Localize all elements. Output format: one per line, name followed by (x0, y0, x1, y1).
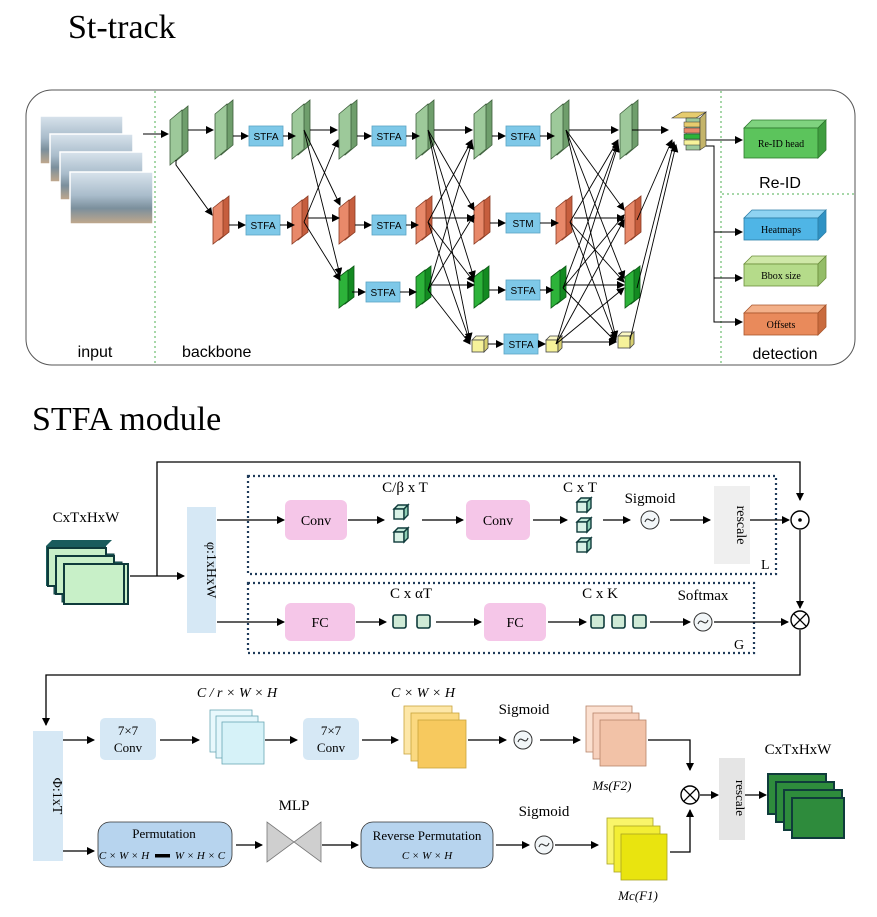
stfa-block: STFA (505, 125, 541, 147)
mlp-block (266, 821, 322, 863)
svg-text:FC: FC (506, 616, 523, 631)
output-feature-stack (767, 773, 845, 839)
multiply-op-icon (680, 785, 700, 805)
dim-label-6: C × W × H (391, 686, 456, 701)
svg-text:7×7: 7×7 (118, 723, 139, 738)
channel-attention-maps (606, 817, 668, 881)
fc-block-1: FC (285, 603, 355, 641)
input-label: input (78, 344, 113, 361)
conv7x7-block-2: 7×7 Conv (303, 718, 359, 760)
softmax-label: Softmax (678, 588, 729, 604)
stfa-module-title: STFA module (32, 401, 222, 438)
svg-text:7×7: 7×7 (321, 723, 342, 738)
offsets-head-box: Offsets (743, 304, 827, 336)
output-dim-label: CxTxHxW (765, 742, 833, 758)
heatmaps-head-box: Heatmaps (743, 209, 827, 241)
svg-text:Conv: Conv (483, 514, 513, 529)
dim-label-1: C/β x T (382, 480, 428, 496)
svg-text:Permutation: Permutation (132, 826, 196, 841)
conv-block-1: Conv (285, 500, 347, 540)
svg-text:Re-ID head: Re-ID head (758, 139, 804, 150)
backbone-label: backbone (182, 344, 251, 361)
svg-text:STFA: STFA (250, 221, 275, 232)
svg-text:Bbox size: Bbox size (761, 271, 801, 282)
svg-text:STFA: STFA (376, 221, 401, 232)
bbox-size-head-box: Bbox size (743, 255, 827, 287)
mlp-label: MLP (279, 798, 310, 814)
dim-label-4: C x K (582, 586, 618, 602)
reid-head-box: Re-ID head (743, 119, 827, 159)
stfa-block: STFA (371, 214, 407, 236)
input-feature-stack (46, 540, 129, 605)
svg-text:Conv: Conv (114, 740, 143, 755)
stfa-block: STFA (371, 125, 407, 147)
reid-label: Re-ID (759, 175, 801, 192)
svg-text:Φ:1xT: Φ:1xT (49, 778, 64, 815)
svg-text:STM: STM (512, 219, 533, 230)
stfa-block: STFA (505, 279, 541, 301)
svg-text:Heatmaps: Heatmaps (761, 225, 801, 236)
dim-label-3: C x αT (390, 586, 432, 602)
svg-text:STFA: STFA (510, 286, 535, 297)
phi-temporal-pool: Φ:1xT (33, 731, 64, 861)
svg-text:Reverse Permutation: Reverse Permutation (373, 828, 482, 843)
svg-text:STFA: STFA (253, 132, 278, 143)
concat-feature-stack (670, 111, 708, 151)
rescale-block-2: rescale (719, 758, 748, 840)
svg-text:STFA: STFA (510, 132, 535, 143)
stfa-block: STFA (245, 214, 281, 236)
svg-text:Conv: Conv (317, 740, 346, 755)
reverse-permutation-block: Reverse Permutation C × W × H (360, 821, 494, 869)
intermediate-feature-maps (209, 709, 265, 765)
input-dim-label: CxTxHxW (53, 510, 121, 526)
label-l: L (761, 558, 770, 573)
svg-text:STFA: STFA (508, 340, 533, 351)
svg-text:φ:1xHxW: φ:1xHxW (203, 542, 218, 599)
phi-spatial-pool: φ:1xHxW (187, 507, 218, 633)
rescale-block-1: rescale (714, 486, 750, 564)
sigmoid-label-3: Sigmoid (519, 804, 570, 820)
svg-text:C × W × H: C × W × H (99, 850, 150, 862)
detection-label: detection (753, 346, 818, 363)
dim-label-2: C x T (563, 480, 597, 496)
sigmoid-label-1: Sigmoid (625, 491, 676, 507)
mc-label: Mc(F1) (617, 888, 658, 903)
label-g: G (734, 638, 744, 653)
svg-text:Conv: Conv (301, 514, 331, 529)
svg-text:FC: FC (311, 616, 328, 631)
stm-block: STM (505, 212, 541, 234)
svg-text:rescale: rescale (733, 780, 748, 816)
svg-text:Offsets: Offsets (767, 320, 796, 331)
stfa-block: STFA (503, 333, 539, 355)
permutation-block: Permutation C × W × H W × H × C (97, 821, 233, 868)
ms-label: Ms(F2) (592, 778, 632, 793)
fc-block-2: FC (484, 603, 546, 641)
dim-label-5: C / r × W × H (197, 686, 278, 701)
st-track-title: St-track (68, 9, 176, 46)
sigmoid-label-2: Sigmoid (499, 702, 550, 718)
local-branch-frame (246, 474, 778, 576)
svg-text:W × H × C: W × H × C (175, 850, 226, 862)
conv-block-2: Conv (466, 500, 530, 540)
hadamard-op-icon (790, 510, 810, 530)
spatial-attention-maps (585, 705, 647, 767)
svg-text:STFA: STFA (370, 288, 395, 299)
st-track-frame (25, 89, 856, 366)
svg-text:C × W × H: C × W × H (402, 850, 453, 862)
conv7x7-block-1: 7×7 Conv (100, 718, 156, 760)
svg-text:rescale: rescale (733, 506, 748, 545)
svg-text:STFA: STFA (376, 132, 401, 143)
input-frames (39, 115, 154, 225)
stfa-block: STFA (248, 125, 284, 147)
spatial-feature-maps (403, 705, 467, 769)
global-branch-frame (246, 581, 756, 655)
stfa-block: STFA (365, 281, 401, 303)
multiply-op-icon (790, 610, 810, 630)
